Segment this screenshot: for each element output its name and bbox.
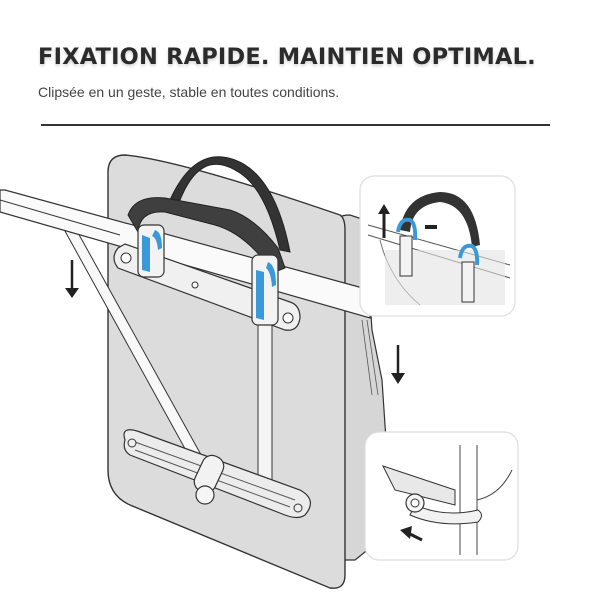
- lower-bracket: [123, 429, 311, 519]
- product-illustration: [0, 154, 519, 589]
- page-title: FIXATION RAPIDE. MAINTIEN OPTIMAL.: [38, 44, 536, 70]
- left-hook: [137, 224, 165, 278]
- rack-vertical-strut: [257, 299, 273, 481]
- divider: [41, 124, 550, 126]
- arrow-down-right-icon: [391, 345, 405, 384]
- page-subtitle: Clipsée en un geste, stable en toutes co…: [38, 84, 340, 100]
- inset-clip-detail: [364, 431, 519, 561]
- arrow-down-left-icon: [65, 260, 79, 298]
- inset-hook-detail: [359, 175, 516, 317]
- right-hook: [251, 254, 279, 326]
